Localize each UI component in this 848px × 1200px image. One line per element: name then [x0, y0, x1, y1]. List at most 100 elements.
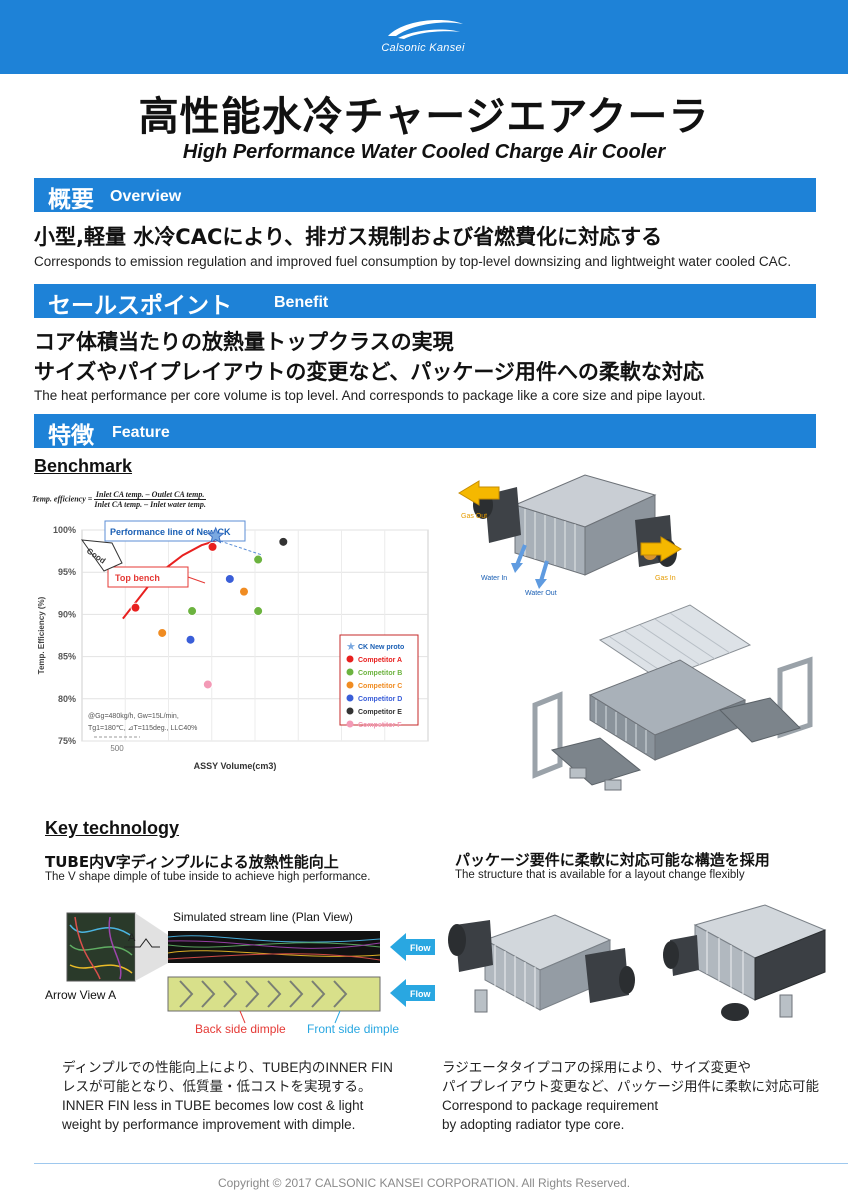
benefit-headline-1: コア体積当たりの放熱量トップクラスの実現 [34, 330, 454, 354]
benchmark-heading: Benchmark [34, 456, 133, 476]
legend-label: Competitor F [358, 722, 402, 729]
legend-label: CK New proto [358, 644, 404, 651]
data-point [157, 627, 168, 638]
overview-text: Corresponds to emission regulation and i… [34, 254, 792, 269]
callout-top-text: Top bench [115, 573, 160, 583]
legend-label: Competitor D [358, 696, 402, 703]
left-para-line: ディンプルでの性能向上により、TUBE内のINNER FIN [62, 1060, 393, 1075]
dimple-simulation-image: A Simulated stream line (Plan View) Flow… [45, 910, 435, 1036]
legend-label: Competitor C [358, 683, 402, 690]
right-para-line: by adopting radiator type core. [442, 1117, 625, 1132]
overview-headline: 小型,軽量 水冷CACにより、排ガス規制および省燃費化に対応する [34, 225, 663, 249]
y-tick-label: 80% [58, 694, 76, 704]
left-para-line: weight by performance improvement with d… [62, 1117, 356, 1132]
formula-denominator: Inlet CA temp. – Inlet water temp. [94, 500, 206, 509]
data-point [224, 573, 235, 584]
sim-label: Simulated stream line (Plan View) [173, 910, 353, 924]
section-label-jp: 概要 [48, 187, 94, 213]
copyright: Copyright © 2017 CALSONIC KANSEI CORPORA… [217, 1176, 631, 1190]
formula-fraction: Inlet CA temp. – Outlet CA temp. Inlet C… [94, 490, 206, 509]
benchmark-chart: 100% 95% 90% 85% 80% 75% Temp. Efficiency (%) A… [37, 520, 429, 771]
package-variants-image [448, 904, 827, 1021]
data-point-star [206, 526, 225, 544]
data-point [202, 679, 213, 690]
callout-new-leader [219, 540, 263, 556]
efficiency-formula: Temp. efficiency = Inlet CA temp. – Outl… [32, 490, 206, 509]
section-label-en: Benefit [274, 294, 329, 311]
y-axis-label: Temp. Efficiency (%) [37, 596, 46, 674]
section-benefit: セールスポイント Benefit [34, 284, 816, 319]
scale-label: 500 [110, 744, 124, 753]
section-label-en: Overview [110, 188, 182, 205]
data-point [253, 606, 264, 617]
legend-star-icon: ★ [346, 640, 356, 653]
right-para-line: ラジエータタイプコアの採用により、サイズ変更や [442, 1060, 752, 1075]
right-title-jp: パッケージ要件に柔軟に対応可能な構造を採用 [455, 851, 770, 869]
exploded-view-image [532, 604, 813, 791]
section-feature: 特徴 Feature [34, 414, 816, 449]
callout-new-text: Performance line of New CK [110, 527, 231, 537]
header-bar: Calsonic Kansei [0, 0, 848, 74]
section-label-jp: 特徴 [48, 423, 94, 449]
legend-marker [346, 707, 354, 715]
conditions-line-2: Tg1=180℃, ⊿T=115deg., LLC40% [88, 725, 197, 732]
gas-out-label: Gas Out [461, 513, 487, 520]
data-point [207, 541, 218, 552]
logo-text: Calsonic Kansei [381, 42, 465, 54]
x-axis-label: ASSY Volume(cm3) [194, 761, 277, 771]
data-point [278, 536, 289, 547]
benefit-headline-2: サイズやパイプレイアウトの変更など、パッケージ用件への柔軟な対応 [34, 360, 704, 384]
data-point [185, 634, 196, 645]
page-subtitle: High Performance Water Cooled Charge Air… [182, 141, 666, 163]
section-label-en: Feature [112, 424, 170, 441]
legend-marker [346, 694, 354, 702]
good-arrow [80, 539, 123, 572]
y-tick-label: 100% [53, 525, 76, 535]
right-para-line: パイプレイアウト変更など、パッケージ用件に柔軟に対応可能 [442, 1079, 820, 1094]
section-label-jp: セールスポイント [48, 293, 232, 319]
y-tick-label: 75% [58, 736, 76, 746]
legend-marker [346, 681, 354, 689]
formula-left: Temp. efficiency = [32, 494, 95, 504]
legend-label: Competitor E [358, 709, 402, 716]
back-dimple-label: Back side dimple [195, 1022, 286, 1036]
assembled-cooler-image: Gas Out Gas In Water In Water Out [458, 474, 682, 597]
front-dimple-label: Front side dimple [307, 1022, 399, 1036]
flow-label-1: Flow [410, 943, 431, 953]
left-paragraph: ディンプルでの性能向上により、TUBE内のINNER FIN レスが可能となり、… [62, 1058, 393, 1134]
page-title: 高性能水冷チャージエアクーラ [138, 94, 710, 140]
data-point [253, 554, 264, 565]
left-title-jp: TUBE内V字ディンプルによる放熱性能向上 [45, 853, 339, 871]
legend-label: Competitor A [358, 657, 402, 664]
left-para-line: INNER FIN less in TUBE becomes low cost … [62, 1098, 364, 1113]
water-in-label: Water In [481, 575, 507, 582]
y-tick-label: 95% [58, 567, 76, 577]
left-title-en: The V shape dimple of tube inside to ach… [45, 871, 371, 883]
flow-label-2: Flow [410, 989, 431, 999]
y-tick-label: 90% [58, 609, 76, 619]
legend-marker [346, 655, 354, 663]
right-paragraph: ラジエータタイプコアの採用により、サイズ変更や パイプレイアウト変更など、パッケ… [442, 1058, 819, 1134]
benefit-text: The heat performance per core volume is … [34, 388, 706, 403]
arrow-view-label: Arrow View A [45, 988, 116, 1002]
left-para-line: レスが可能となり、低質量・低コストを実現する。 [62, 1079, 372, 1094]
legend-label: Competitor B [358, 670, 402, 677]
section-overview: 概要 Overview [34, 178, 816, 213]
data-point [187, 606, 198, 617]
legend-marker [346, 668, 354, 676]
formula-numerator: Inlet CA temp. – Outlet CA temp. [94, 490, 206, 500]
conditions-line-1: @Gg=480kg/h, Gw=15L/min, [88, 713, 179, 720]
footer-divider [34, 1163, 848, 1164]
data-point [238, 586, 249, 597]
right-para-line: Correspond to package requirement [442, 1098, 659, 1113]
company-logo: Calsonic Kansei [368, 16, 478, 60]
callout-top-leader [187, 576, 206, 584]
logo-swoosh-icon [388, 20, 463, 39]
key-technology-heading: Key technology [45, 818, 180, 838]
gas-in-label: Gas In [655, 575, 676, 582]
callout-new-box [104, 520, 246, 542]
legend-marker [346, 720, 354, 728]
water-out-label: Water Out [525, 590, 557, 597]
right-title-en: The structure that is available for a la… [455, 869, 745, 881]
y-tick-label: 85% [58, 652, 76, 662]
